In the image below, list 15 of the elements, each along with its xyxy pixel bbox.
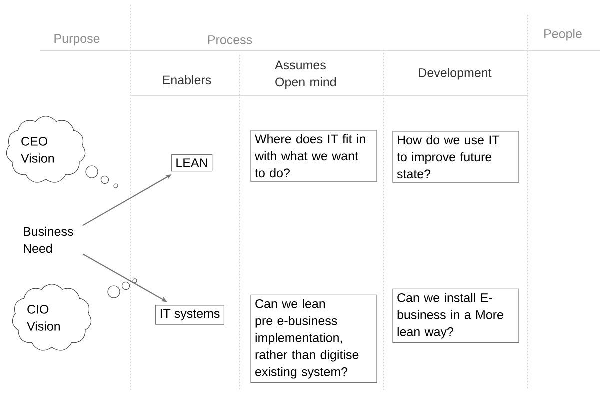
- column-subheading: Assumes Open mind: [275, 60, 336, 90]
- node-text: Business Need: [24, 226, 74, 254]
- column-subheading: Enablers: [163, 75, 212, 85]
- column-heading: People: [544, 29, 582, 41]
- text-box: Where does IT fit in with what we want to do?: [250, 130, 378, 182]
- column-subheading: Development: [419, 68, 492, 80]
- text-box: Can we lean pre e-business implementation, rather than digitise existing system?: [250, 294, 378, 384]
- thought-cloud: CEO Vision: [6, 116, 86, 183]
- text-box: Can we install E-business in a More lean way?: [392, 288, 520, 344]
- thought-cloud: CIO Vision: [12, 284, 92, 351]
- text-box: IT systems: [156, 305, 225, 325]
- column-heading: Purpose: [54, 34, 100, 46]
- text-box: LEAN: [171, 154, 213, 172]
- text-box: How do we use IT to improve future state?: [392, 131, 520, 183]
- column-heading: Process: [208, 36, 252, 44]
